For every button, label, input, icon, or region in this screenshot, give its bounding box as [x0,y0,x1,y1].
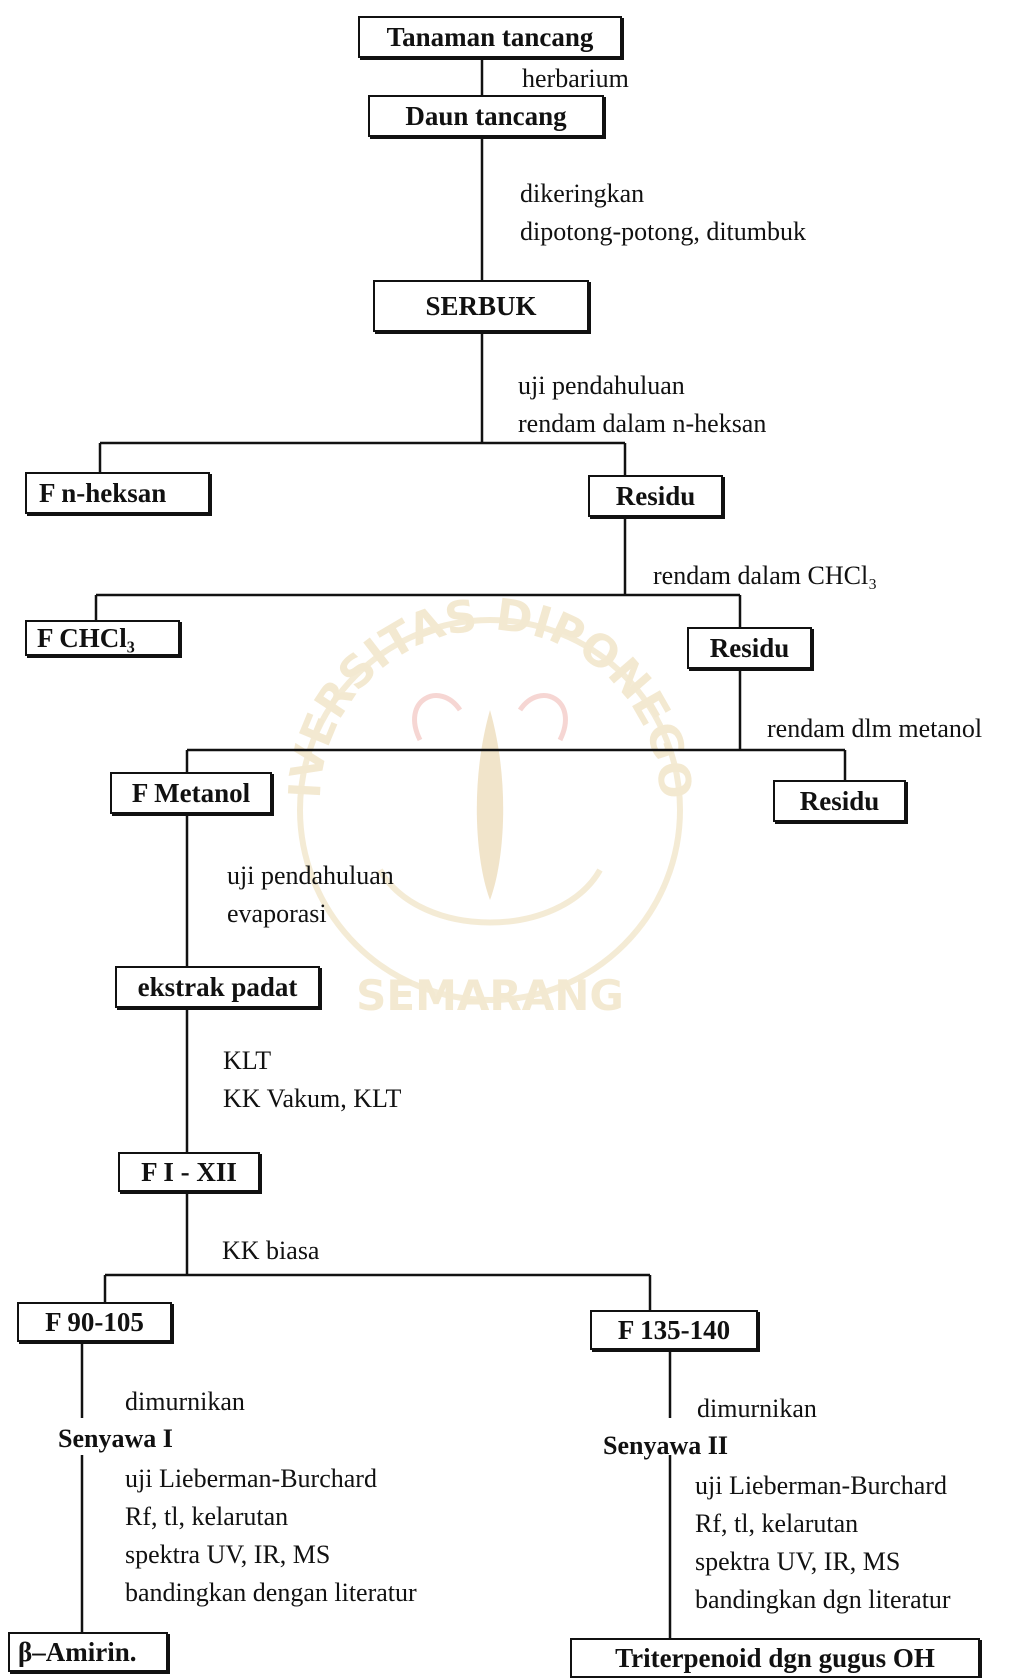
label-steps-2-line-2: Rf, tl, kelarutan [695,1509,859,1538]
label-uji-rendam-line-2: rendam dalam n-heksan [518,409,767,438]
node-f-n-heksan: F n-heksan [25,472,210,514]
node-senyawa-1: Senyawa I [58,1424,173,1453]
label-steps-2-line-4: bandingkan dgn literatur [695,1585,951,1614]
node-f-chcl3: F CHCl₃ [25,620,180,656]
node-f-metanol: F Metanol [110,772,272,814]
label-dimurnikan-1: dimurnikan [125,1387,245,1416]
node-residu-2: Residu [687,627,812,669]
node-f-i-xii: F I - XII [118,1152,260,1192]
node-senyawa-2: Senyawa II [603,1431,728,1460]
label-dikeringkan-line-1: dikeringkan [520,179,645,208]
label-dikeringkan: dikeringkan dipotong-potong, ditumbuk [520,175,806,251]
label-steps-1-line-4: bandingkan dengan literatur [125,1578,417,1607]
label-rendam-chcl3: rendam dalam CHCl₃ [653,561,878,590]
label-steps-2: uji Lieberman-Burchard Rf, tl, kelarutan… [695,1467,951,1619]
label-klt-line-1: KLT [223,1046,272,1075]
node-ekstrak-padat: ekstrak padat [115,966,320,1008]
label-steps-1: uji Lieberman-Burchard Rf, tl, kelarutan… [125,1460,417,1612]
node-triterpenoid: Triterpenoid dgn gugus OH [570,1638,980,1678]
label-klt-line-2: KK Vakum, KLT [223,1084,402,1113]
label-uji-rendam-line-1: uji pendahuluan [518,371,685,400]
node-tanaman-tancang: Tanaman tancang [358,16,622,58]
label-uji-evaporasi-line-1: uji pendahuluan [227,861,394,890]
label-steps-2-line-1: uji Lieberman-Burchard [695,1471,947,1500]
label-klt: KLT KK Vakum, KLT [223,1042,401,1118]
label-steps-1-line-3: spektra UV, IR, MS [125,1540,331,1569]
label-kk-biasa: KK biasa [222,1236,320,1265]
node-serbuk: SERBUK [373,280,589,332]
label-steps-1-line-2: Rf, tl, kelarutan [125,1502,289,1531]
label-rendam-metanol: rendam dlm metanol [767,714,983,743]
label-dikeringkan-line-2: dipotong-potong, ditumbuk [520,217,806,246]
node-residu-1: Residu [588,475,723,517]
label-steps-1-line-1: uji Lieberman-Burchard [125,1464,377,1493]
node-f-135-140: F 135-140 [590,1310,758,1350]
label-uji-rendam: uji pendahuluan rendam dalam n-heksan [518,367,766,443]
label-herbarium: herbarium [522,64,629,93]
label-uji-evaporasi-line-2: evaporasi [227,899,327,928]
label-uji-evaporasi: uji pendahuluan evaporasi [227,857,394,933]
label-steps-2-line-3: spektra UV, IR, MS [695,1547,901,1576]
node-daun-tancang: Daun tancang [368,95,604,137]
node-residu-3: Residu [773,780,906,822]
node-f-90-105: F 90-105 [17,1302,172,1342]
node-beta-amirin: β–Amirin. [8,1632,168,1672]
label-dimurnikan-2: dimurnikan [697,1394,817,1423]
